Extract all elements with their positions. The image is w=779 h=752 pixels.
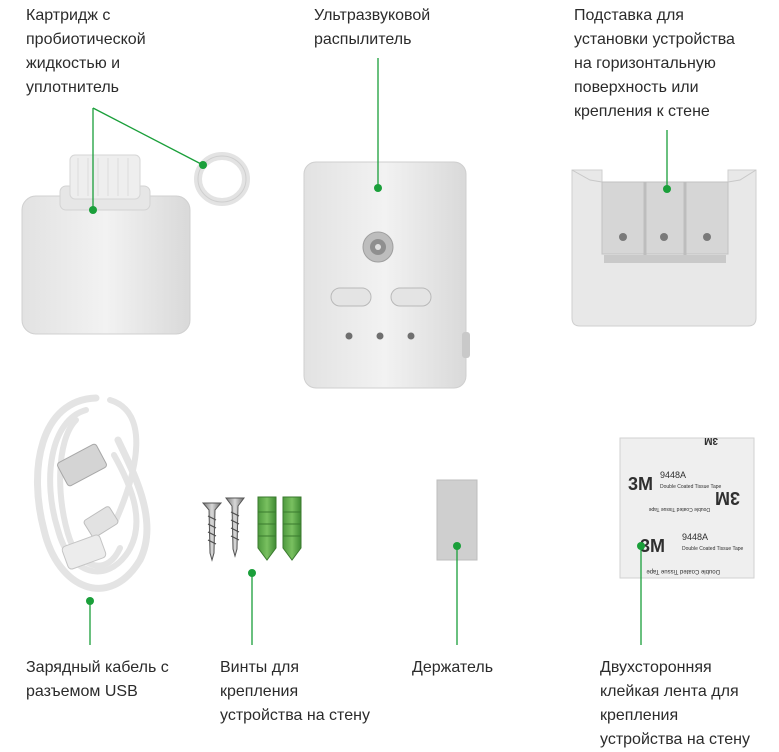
tape-pointer (637, 542, 645, 645)
atomizer-image (303, 161, 470, 389)
label-tape: Двухсторонняя клейкая лента для креплени… (600, 659, 750, 748)
cartridge-image (21, 152, 250, 335)
tape-print-desc-2: Double Coated Tissue Tape (660, 484, 722, 490)
tape-image: 3M 3M 9448A Double Coated Tissue Tape 3M… (619, 435, 755, 579)
tape-print-brand-4: 3M (640, 536, 665, 556)
screws-pointer (248, 569, 256, 645)
label-holder: Держатель (412, 659, 494, 676)
label-screws: Винты для крепления устройства на стену (220, 659, 370, 724)
cartridge-pointer (89, 107, 207, 214)
label-atomizer: Ультразвуковой распылитель (314, 7, 431, 48)
label-cartridge: Картридж с пробиотической жидкостью и уп… (26, 7, 146, 96)
tape-print-code-4: 9448A (682, 532, 708, 542)
tape-print-desc-3: Double Coated Tissue Tape (648, 506, 710, 512)
tape-print-desc-4: Double Coated Tissue Tape (682, 546, 744, 552)
tape-print-brand-2: 3M (628, 474, 653, 494)
tape-print-desc-5: Double Coated Tissue Tape (646, 568, 720, 574)
label-cable: Зарядный кабель с разъемом USB (26, 659, 169, 700)
holder-pointer (453, 542, 461, 645)
tape-print-brand-3: 3M (715, 488, 740, 508)
tape-print-code-2: 9448A (660, 470, 686, 480)
label-stand: Подставка для установки устройства на го… (574, 7, 735, 120)
cable-pointer (86, 597, 94, 645)
screws-image (201, 496, 302, 562)
stand-pointer (663, 130, 671, 193)
cable-image (34, 394, 151, 592)
atomizer-pointer (374, 58, 382, 192)
stand-image (571, 169, 757, 327)
tape-print-brand-1: 3M (704, 435, 718, 446)
